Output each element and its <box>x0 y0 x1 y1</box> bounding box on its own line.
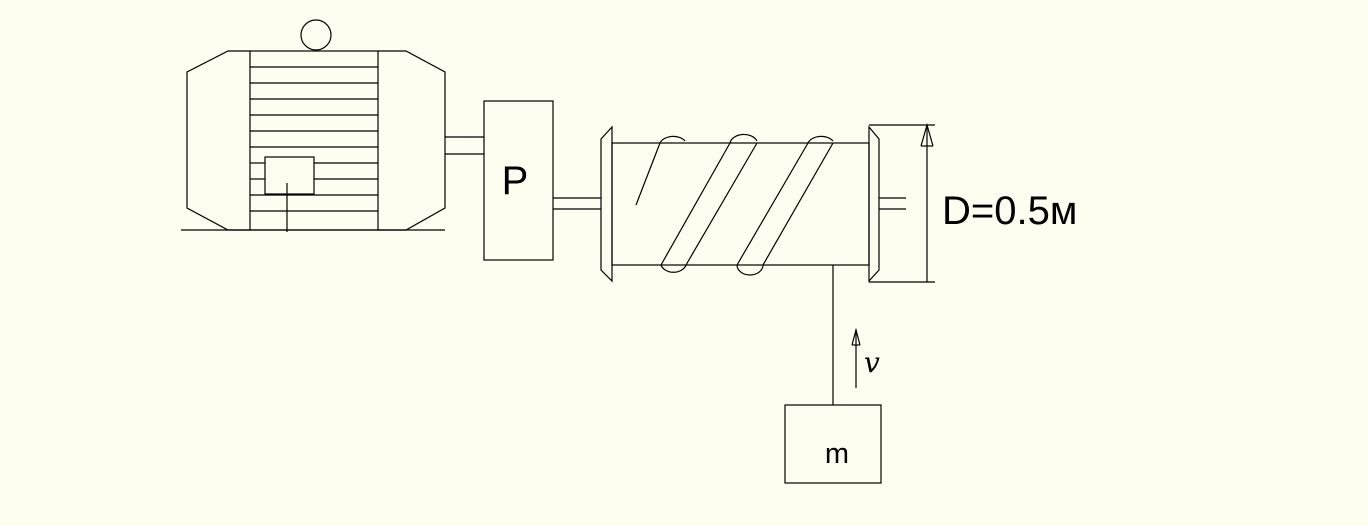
drum-right-flange <box>868 125 880 283</box>
lifting-eye <box>300 19 332 51</box>
motor-left-end-cap <box>186 50 250 231</box>
velocity-arrow-head <box>851 327 861 346</box>
motor-terminal-box <box>264 156 315 195</box>
winch-drum <box>600 125 906 283</box>
drum-left-flange <box>600 125 613 283</box>
reducer: P <box>483 100 601 261</box>
mass-label: m <box>825 438 849 470</box>
motor-body <box>249 50 379 231</box>
motor-cooling-fins <box>250 66 378 212</box>
rope-windings <box>635 133 834 276</box>
drum-body <box>611 142 870 266</box>
diameter-label: D=0.5м <box>942 189 1077 233</box>
dimension-arrow-top <box>920 122 934 147</box>
reducer-label: P <box>502 159 529 203</box>
reducer-box <box>483 100 554 261</box>
motor-right-end-cap <box>378 50 446 231</box>
diameter-dimension: D=0.5м <box>869 122 1077 283</box>
load-mass-box <box>784 404 882 484</box>
electric-motor <box>181 19 484 232</box>
rope-and-load: v m <box>784 265 882 484</box>
velocity-label: v <box>864 346 880 379</box>
